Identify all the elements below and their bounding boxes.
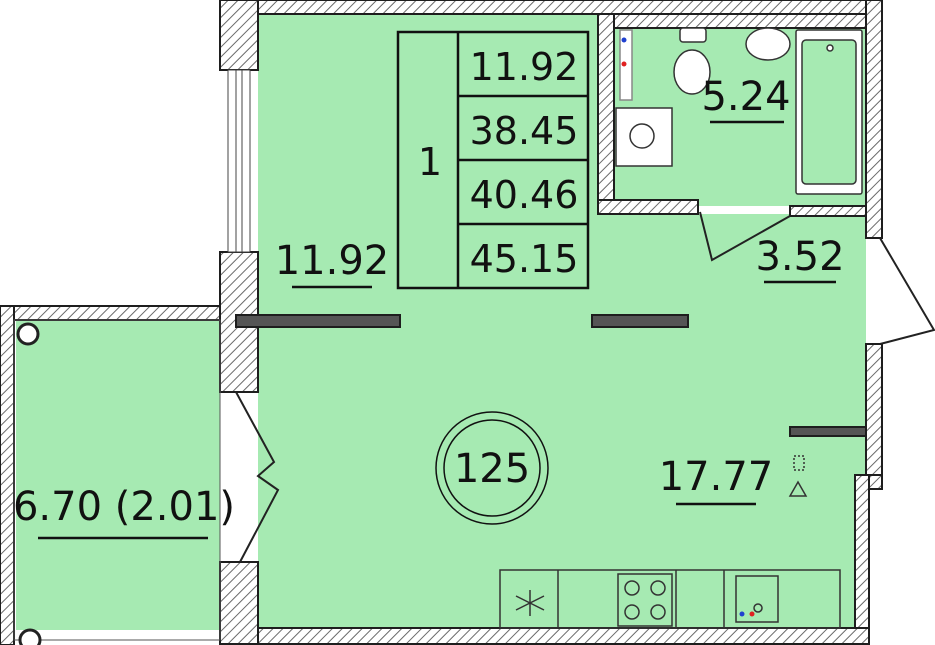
apartment-number: 125 [454, 446, 530, 492]
wall-bottom [235, 627, 870, 645]
entrance-door [879, 237, 935, 345]
balcony-door [235, 391, 280, 563]
balcony-area-label: 6.70 (2.01) [13, 484, 235, 530]
wall-top [235, 0, 881, 15]
info-table [396, 30, 590, 290]
wall-bath-bottom-right [789, 205, 867, 217]
balcony-frame [0, 305, 221, 321]
info-table-rooms: 1 [418, 140, 442, 184]
wall-bath-bottom-left [597, 199, 699, 215]
toilet-icon [673, 49, 711, 95]
bathroom-door [699, 211, 791, 262]
bathroom-area-label: 5.24 [701, 74, 790, 120]
apartment-number-badge [435, 411, 549, 525]
balcony [0, 305, 221, 645]
info-table-value-3: 40.46 [470, 173, 579, 217]
living-area-label: 11.92 [275, 238, 390, 284]
kitchen-fixtures [499, 455, 841, 629]
kitchen-sink-icon [735, 575, 779, 623]
partition-right [591, 314, 689, 328]
doors [235, 211, 935, 563]
fan-icon [515, 590, 545, 616]
balcony-fill [16, 318, 220, 630]
window-left [227, 69, 251, 253]
sink-icon [745, 27, 791, 61]
hallway-area-label: 3.52 [755, 234, 844, 280]
info-table-value-1: 11.92 [470, 45, 579, 89]
kitchen-counter [499, 569, 841, 629]
balcony-side [0, 305, 15, 645]
wall-bath-left [597, 13, 615, 215]
wall-left-top [219, 0, 259, 71]
drain-icon [16, 322, 40, 346]
wall-right-upper [865, 0, 883, 239]
meter-icon [793, 455, 805, 471]
windows [227, 69, 251, 253]
wall-left-low [219, 561, 259, 645]
wall-right-lower [865, 343, 883, 490]
partition-kitchen [789, 426, 867, 437]
main-room-fill [258, 14, 601, 314]
drain-icon-bottom [18, 628, 42, 645]
balcony-rail [13, 319, 221, 641]
info-table-value-4: 45.15 [470, 237, 579, 281]
kitchen-area-label: 17.77 [659, 454, 774, 500]
wall-bath-top [613, 13, 867, 29]
info-table-value-2: 38.45 [470, 109, 579, 153]
wall-right-bottom [854, 474, 870, 644]
vent-icon [788, 480, 808, 497]
stove-icon [617, 573, 673, 627]
kitchen-fill [258, 314, 866, 628]
bathroom-fixtures [615, 27, 863, 195]
partition-left [235, 314, 401, 328]
